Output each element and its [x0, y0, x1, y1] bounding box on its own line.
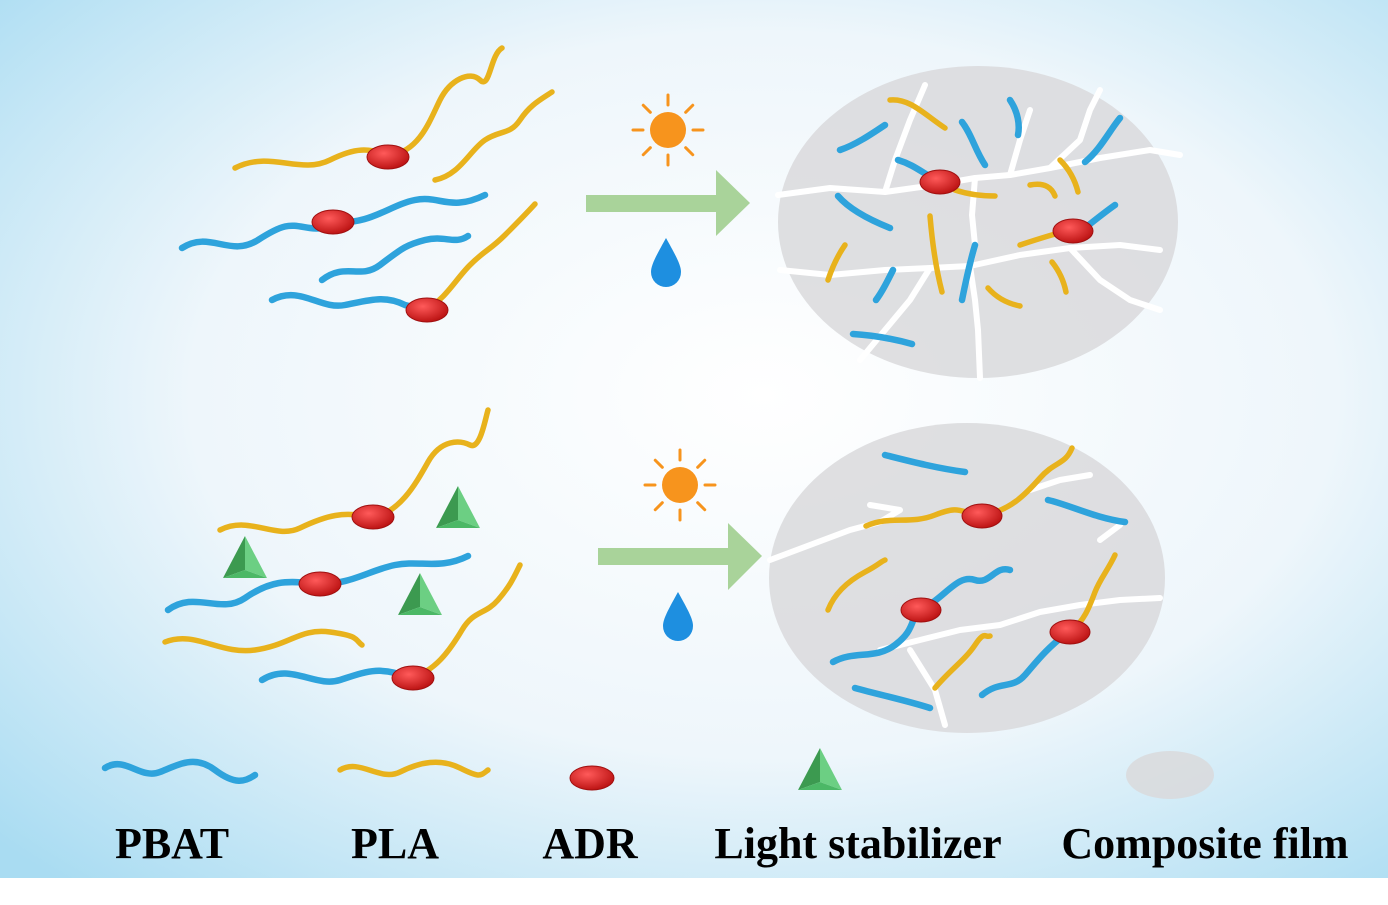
legend-light-stabilizer-symbol	[798, 748, 842, 790]
light-stabilizer	[436, 486, 480, 528]
legend-film-label: Composite film	[1061, 819, 1348, 868]
pla-chain	[162, 628, 365, 654]
pyramid-face	[798, 782, 842, 790]
adr-particle	[900, 597, 942, 623]
pyramid-face	[820, 748, 842, 790]
pbat-chain	[268, 291, 429, 314]
pyramid-face	[245, 536, 267, 578]
pyramid-face	[398, 573, 420, 615]
pyramid-face	[458, 486, 480, 528]
pla-chain	[432, 89, 555, 183]
row-2-arrow	[598, 523, 762, 590]
pbat-chain	[258, 667, 414, 685]
adr-particle	[391, 665, 435, 691]
water-drop-icon	[651, 238, 681, 287]
right-arrow-icon	[728, 523, 762, 590]
sun-ray	[696, 501, 707, 512]
pbat-chain	[331, 191, 489, 226]
adr-particle	[1052, 218, 1094, 244]
sun-ray	[684, 103, 695, 114]
pyramid-face	[436, 486, 458, 528]
legend-composite-film-symbol	[1126, 751, 1214, 799]
legend-stabilizer-label: Light stabilizer	[714, 819, 1001, 868]
pbat-chain	[318, 232, 472, 284]
row-2-mixture	[162, 407, 523, 691]
adr-particle	[351, 504, 395, 530]
legend-pbat-symbol	[101, 758, 259, 784]
pyramid-face	[223, 536, 245, 578]
legend-pbat-label: PBAT	[115, 819, 229, 868]
legend-pla-label: PLA	[351, 819, 439, 868]
pyramid-face	[223, 570, 267, 578]
legend-adr-symbol	[569, 765, 615, 791]
sun-ray	[684, 146, 695, 157]
pyramid-face	[420, 573, 442, 615]
adr-particle	[366, 144, 410, 170]
light-stabilizer	[398, 573, 442, 615]
pyramid-face	[798, 748, 820, 790]
adr-particle	[405, 297, 449, 323]
legend-adr-label: ADR	[542, 819, 639, 868]
pla-chain	[422, 201, 538, 313]
sun-ray	[696, 458, 707, 469]
right-arrow-icon	[716, 170, 750, 236]
row-1-degraded-film	[775, 66, 1183, 381]
adr-particle	[919, 169, 961, 195]
adr-particle	[298, 571, 342, 597]
sun-ray	[653, 501, 664, 512]
row-1-arrow	[586, 170, 750, 236]
row-1-mixture	[178, 45, 555, 323]
sun-ray	[653, 458, 664, 469]
sun-icon	[631, 93, 705, 167]
sun-icon	[643, 448, 717, 522]
legend: PBAT PLA ADR Light stabilizer Composite …	[101, 748, 1349, 868]
row-2-degraded-film	[767, 423, 1165, 733]
pla-chain	[389, 45, 505, 158]
pla-chain	[369, 407, 491, 521]
sun-ray	[641, 146, 652, 157]
pbat-chain	[314, 552, 472, 588]
adr-particle	[1049, 619, 1091, 645]
water-drop-icon	[663, 592, 693, 641]
light-stabilizer	[223, 536, 267, 578]
pyramid-face	[436, 520, 480, 528]
adr-particle	[961, 503, 1003, 529]
pla-chain	[407, 562, 523, 681]
pyramid-face	[398, 607, 442, 615]
pla-chain	[217, 511, 375, 535]
sun-ray	[641, 103, 652, 114]
legend-pla-symbol	[337, 759, 491, 778]
adr-particle	[311, 209, 355, 235]
background	[0, 0, 1388, 878]
pbat-chain	[164, 578, 322, 614]
